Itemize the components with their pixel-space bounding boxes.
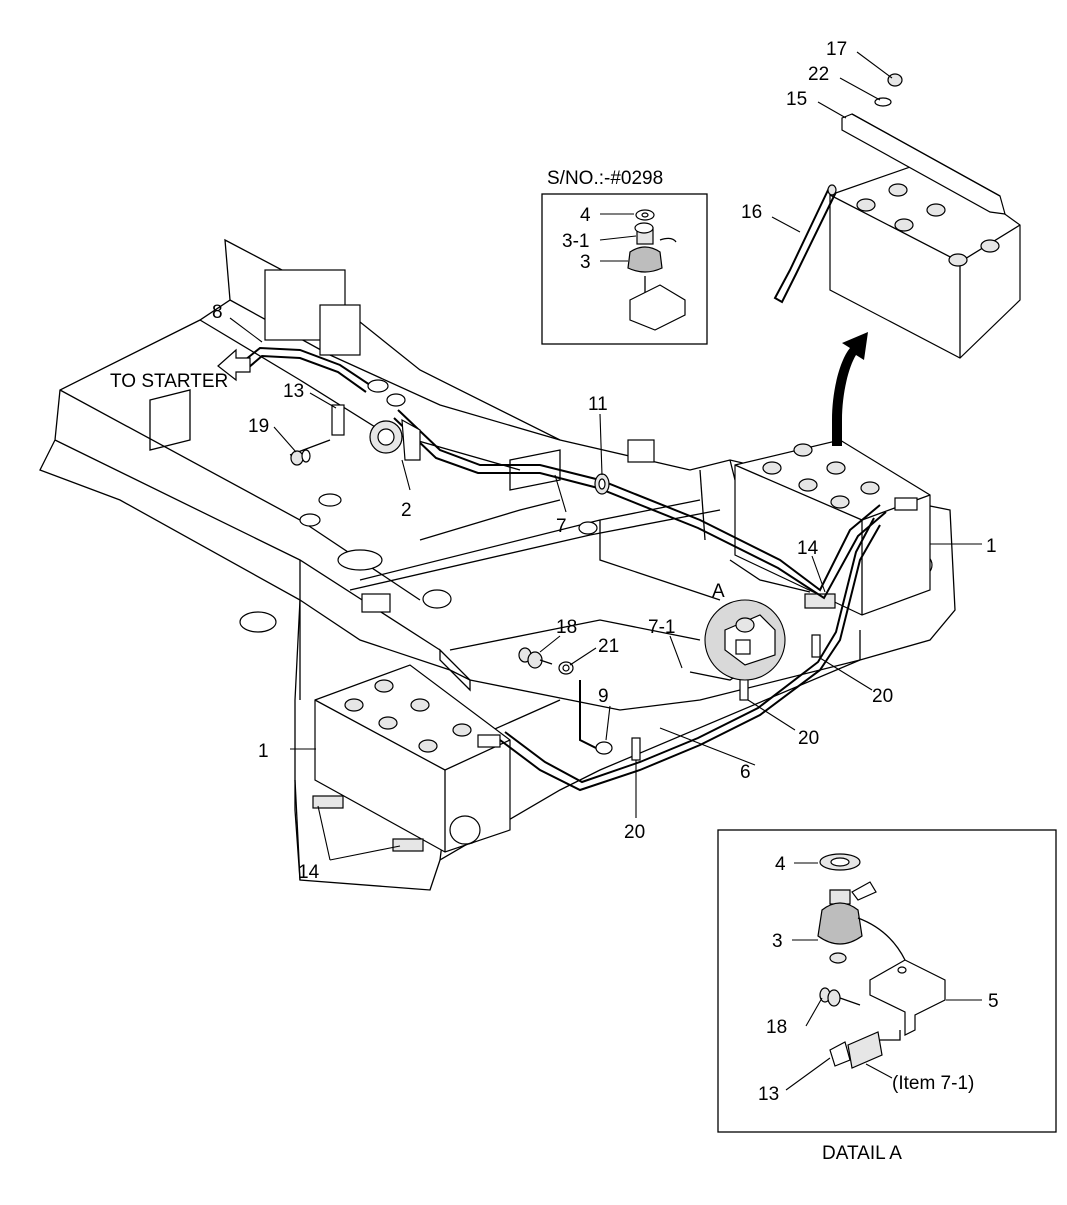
label-8: 8 [212, 302, 223, 323]
label-11: 11 [588, 394, 608, 415]
label-14-left: 14 [298, 862, 320, 883]
label-17: 17 [826, 39, 847, 60]
inset-label-3-1: 3-1 [562, 231, 589, 252]
curved-arrow-icon [832, 332, 868, 446]
label-16: 16 [741, 202, 762, 223]
detail-label-5: 5 [988, 991, 999, 1012]
to-starter-label: TO STARTER [110, 371, 228, 392]
label-15: 15 [786, 89, 807, 110]
cable-clips [631, 634, 821, 761]
starter-arrow-icon [217, 348, 251, 382]
detail-a-callout [704, 599, 786, 681]
label-20-right: 20 [872, 686, 893, 707]
terminal [595, 741, 613, 755]
label-1-left: 1 [258, 741, 269, 762]
detail-caption: DATAIL A [822, 1143, 902, 1164]
detail-label-13: 13 [758, 1084, 779, 1105]
detail-a-box [717, 829, 1057, 1133]
label-6: 6 [740, 762, 751, 783]
detail-item-note: (Item 7-1) [892, 1073, 974, 1094]
label-13: 13 [283, 381, 304, 402]
serial-note: S/NO.:-#0298 [547, 168, 663, 189]
part-labels: 17 22 15 16 S/NO.:-#0298 4 3-1 3 8 TO ST… [110, 39, 997, 883]
leader-lines [229, 51, 982, 1091]
detail-label-4: 4 [775, 854, 786, 875]
detail-label-3: 3 [772, 931, 783, 952]
label-2: 2 [401, 500, 412, 521]
inset-label-3: 3 [580, 252, 591, 273]
label-1-right: 1 [986, 536, 997, 557]
inset-label-4: 4 [580, 205, 591, 226]
serial-inset [541, 193, 708, 345]
label-9: 9 [598, 686, 609, 707]
switch-assembly [289, 379, 421, 466]
detail-label-18: 18 [766, 1017, 787, 1038]
detail-marker-a: A [712, 581, 725, 602]
label-22: 22 [808, 64, 829, 85]
label-18: 18 [556, 617, 577, 638]
battery-holddown [773, 73, 1021, 359]
label-7-1: 7-1 [648, 617, 675, 638]
label-7: 7 [556, 516, 567, 537]
label-20-mid: 20 [798, 728, 819, 749]
label-19: 19 [248, 416, 269, 437]
battery-left [312, 664, 511, 853]
detail-labels: 4 3 5 18 13 (Item 7-1) DATAIL A [758, 854, 999, 1164]
label-14-mid: 14 [797, 538, 819, 559]
grommet [594, 473, 610, 495]
label-20-bottom: 20 [624, 822, 645, 843]
bolt-washer [518, 647, 574, 675]
label-21: 21 [598, 636, 619, 657]
